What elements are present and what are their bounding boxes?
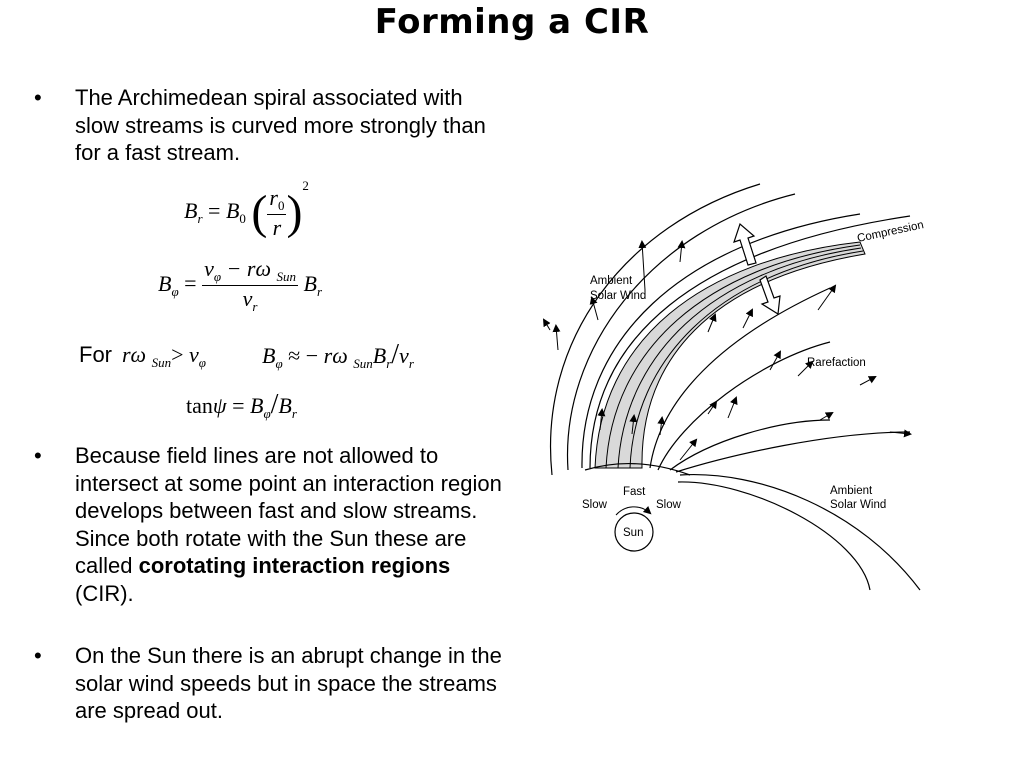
label-sun: Sun (623, 527, 643, 539)
for-label: For (79, 342, 112, 367)
compression-field-lines (605, 244, 864, 469)
bullet-marker: • (34, 643, 42, 668)
bullet-interaction-region: • Because field lines are not allowed to… (34, 442, 504, 632)
equation-spiral-angle: tanψ = Bφ/Br (186, 389, 297, 421)
compression-arrows (733, 222, 781, 316)
label-ambient-top-1: Ambient (590, 275, 633, 287)
compression-region (594, 241, 866, 469)
label-ambient-bottom-1: Ambient (830, 485, 873, 497)
label-fast: Fast (623, 486, 646, 498)
bullet-marker: • (34, 443, 42, 468)
bullet-text: On the Sun there is an abrupt change in … (75, 643, 502, 723)
rarefaction-field-lines (649, 287, 921, 591)
sun-orbit-arrow-icon (615, 506, 652, 516)
label-ambient-top-2: Solar Wind (590, 290, 646, 302)
bold-term: corotating interaction regions (138, 553, 451, 578)
page-title: Forming a CIR (374, 2, 650, 42)
bullet-archimedean-spiral: • The Archimedean spiral associated with… (34, 84, 504, 168)
bullet-marker: • (34, 85, 42, 110)
equation-condition: rω Sun> vφ (122, 342, 206, 370)
ambient-field-lines-upper (550, 183, 911, 476)
solar-surface-arc (584, 462, 691, 476)
label-ambient-bottom-2: Solar Wind (830, 499, 886, 511)
cir-diagram: Compression Ambient Solar Wind Rarefacti… (542, 183, 925, 591)
bullet-text: Because field lines are not allowed to i… (75, 443, 502, 606)
label-rarefaction: Rarefaction (807, 357, 866, 369)
equation-approximation: Bφ ≈ − rω SunBr/vr (262, 339, 414, 371)
label-slow-right: Slow (656, 499, 682, 511)
sun-icon (614, 512, 654, 552)
bullet-streams-spread: • On the Sun there is an abrupt change i… (34, 642, 504, 726)
label-slow-left: Slow (582, 499, 608, 511)
bullet-text: The Archimedean spiral associated with s… (75, 85, 486, 165)
velocity-arrows (542, 240, 912, 461)
